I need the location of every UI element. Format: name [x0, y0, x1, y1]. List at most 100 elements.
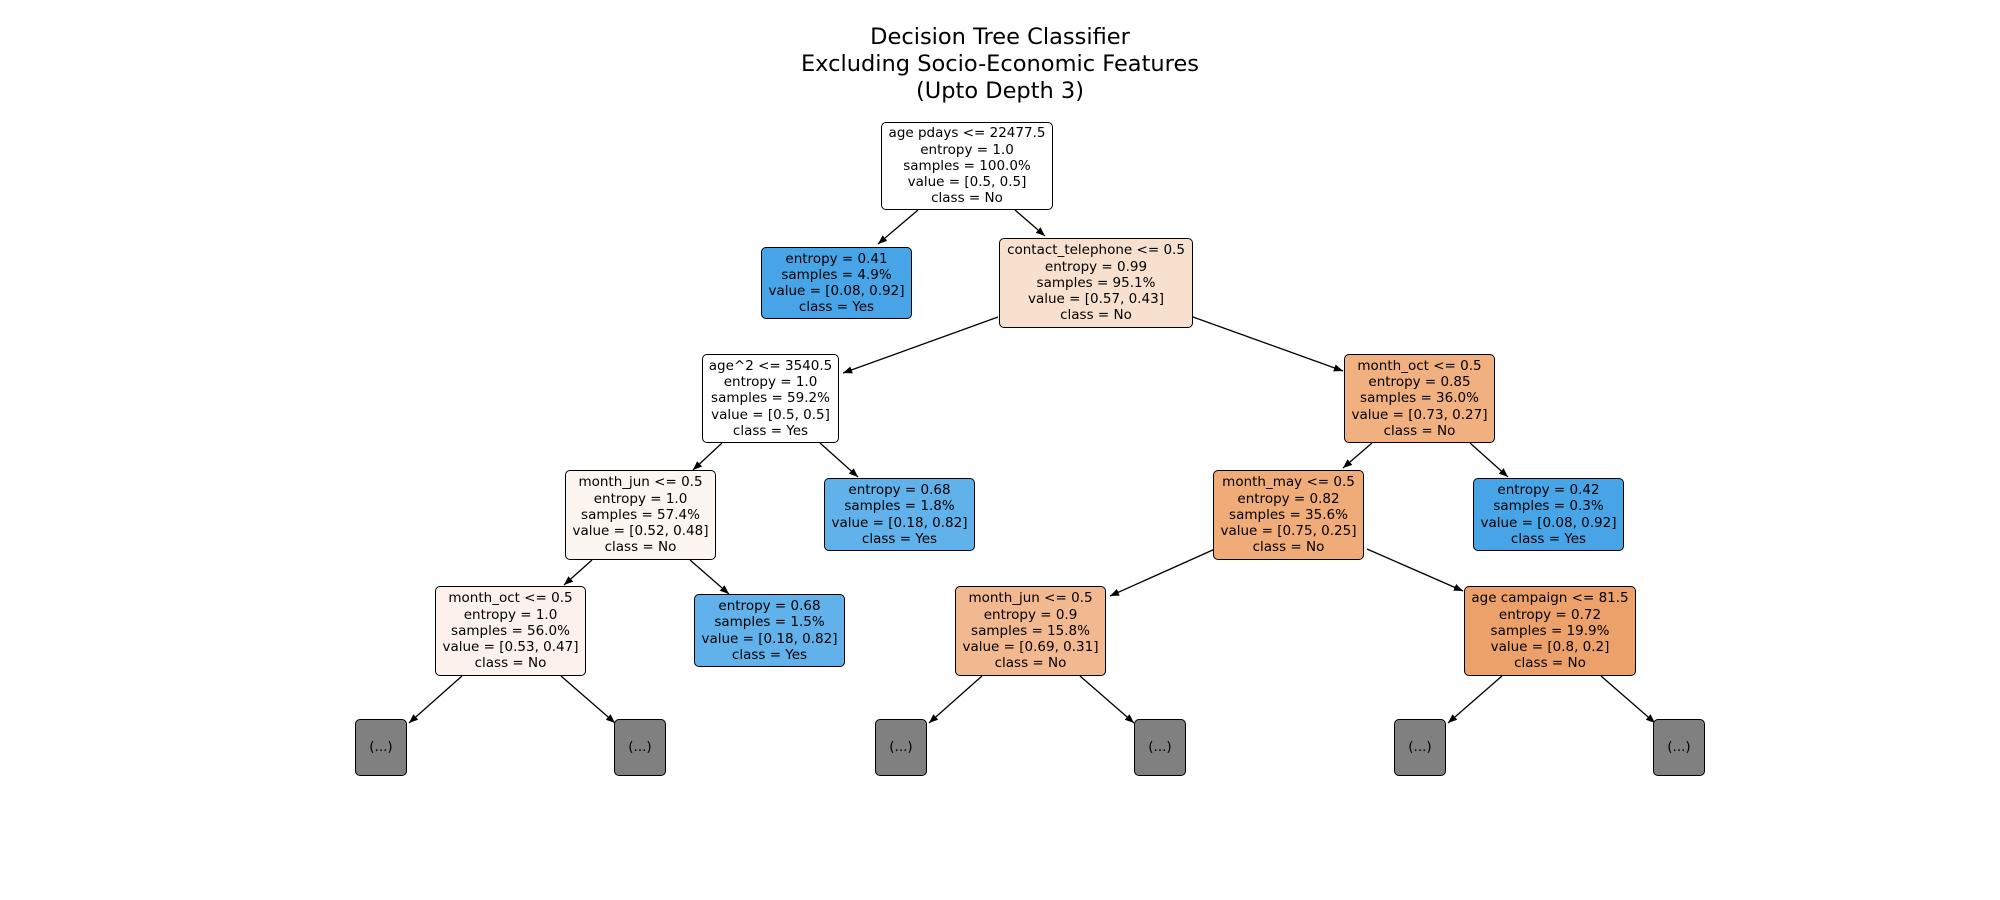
tree-node-month-jun-2: month_jun <= 0.5 entropy = 0.9 samples =… [955, 586, 1106, 676]
edge-age2-left [692, 442, 723, 471]
node-text: class = No [1252, 539, 1325, 556]
node-text: samples = 100.0% [903, 157, 1031, 174]
edge-jun1-left [563, 559, 593, 586]
truncated-node: (...) [1134, 719, 1186, 776]
node-text: value = [0.75, 0.25] [1220, 523, 1357, 540]
edge-oct2-left [408, 675, 463, 724]
node-text: class = No [1383, 422, 1456, 439]
node-text: value = [0.8, 0.2] [1490, 639, 1610, 656]
title-line-3: (Upto Depth 3) [915, 78, 1085, 104]
tree-node-root: age pdays <= 22477.5 entropy = 1.0 sampl… [881, 122, 1053, 210]
node-text: entropy = 1.0 [593, 490, 688, 507]
node-text: entropy = 1.0 [463, 606, 558, 623]
edge-r1-left [842, 316, 999, 374]
node-text: class = No [1514, 655, 1586, 672]
node-text: value = [0.52, 0.48] [572, 523, 709, 540]
node-text: value = [0.08, 0.92] [768, 283, 905, 299]
truncated-node: (...) [875, 719, 927, 776]
node-text: samples = 4.9% [781, 266, 892, 283]
node-text: entropy = 0.85 [1368, 374, 1471, 391]
truncated-node: (...) [355, 719, 407, 776]
tree-node-month-jun-1: month_jun <= 0.5 entropy = 1.0 samples =… [565, 470, 716, 560]
tree-node-leaf-1-5: entropy = 0.68 samples = 1.5% value = [0… [694, 594, 845, 667]
node-text: value = [0.18, 0.82] [701, 630, 838, 647]
tree-node-leaf-4-9: entropy = 0.41 samples = 4.9% value = [0… [761, 247, 912, 319]
node-text: month_jun <= 0.5 [968, 590, 1093, 607]
node-text: class = Yes [1510, 530, 1587, 547]
node-text: samples = 59.2% [711, 390, 830, 407]
node-text: samples = 15.8% [971, 622, 1090, 639]
node-text: value = [0.18, 0.82] [831, 514, 968, 531]
node-text: class = No [994, 655, 1067, 672]
node-text: contact_telephone <= 0.5 [1007, 242, 1185, 259]
tree-node-month-may: month_may <= 0.5 entropy = 0.82 samples … [1213, 470, 1364, 560]
title-line-1: Decision Tree Classifier [870, 24, 1130, 50]
node-text: entropy = 1.0 [920, 141, 1014, 158]
edge-oct1-left [1342, 442, 1373, 469]
edge-root-left [877, 209, 919, 245]
node-text: (...) [369, 739, 393, 756]
truncated-node: (...) [1653, 719, 1705, 776]
node-text: class = Yes [732, 422, 809, 439]
node-text: age^2 <= 3540.5 [708, 357, 833, 374]
node-text: entropy = 0.68 [718, 598, 821, 615]
node-text: class = No [604, 539, 677, 556]
node-text: month_may <= 0.5 [1222, 474, 1355, 491]
node-text: entropy = 0.42 [1497, 482, 1600, 499]
node-text: month_oct <= 0.5 [1357, 357, 1482, 374]
node-text: value = [0.08, 0.92] [1480, 514, 1617, 531]
node-text: (...) [1408, 739, 1432, 756]
edge-may-left [1109, 548, 1216, 597]
node-text: class = No [1060, 307, 1132, 324]
node-text: month_oct <= 0.5 [448, 590, 573, 607]
node-text: value = [0.53, 0.47] [442, 639, 579, 656]
node-text: age campaign <= 81.5 [1471, 590, 1629, 607]
node-text: value = [0.5, 0.5] [907, 174, 1027, 191]
node-text: entropy = 0.9 [983, 606, 1078, 623]
node-text: age pdays <= 22477.5 [888, 125, 1046, 142]
node-text: (...) [1148, 739, 1172, 756]
edge-may-right [1366, 548, 1464, 592]
node-text: entropy = 1.0 [723, 374, 818, 391]
tree-node-leaf-0-3: entropy = 0.42 samples = 0.3% value = [0… [1473, 478, 1624, 551]
truncated-node: (...) [614, 719, 666, 776]
node-text: samples = 95.1% [1036, 274, 1156, 291]
node-text: class = Yes [731, 646, 808, 663]
node-text: samples = 57.4% [581, 506, 700, 523]
node-text: entropy = 0.41 [785, 250, 888, 267]
edge-oct2-right [560, 675, 616, 724]
edge-jun2-left [928, 675, 983, 724]
tree-node-age-squared: age^2 <= 3540.5 entropy = 1.0 samples = … [702, 354, 839, 443]
node-text: class = No [474, 655, 547, 672]
node-text: value = [0.69, 0.31] [962, 639, 1099, 656]
edge-root-right [1014, 209, 1046, 237]
node-text: (...) [628, 739, 652, 756]
title-line-2: Excluding Socio-Economic Features [800, 51, 1200, 77]
node-text: samples = 56.0% [451, 622, 570, 639]
tree-node-month-oct-1: month_oct <= 0.5 entropy = 0.85 samples … [1344, 354, 1495, 443]
node-text: month_jun <= 0.5 [578, 474, 703, 491]
diagram-title: Decision Tree Classifier Excluding Socio… [0, 24, 2000, 105]
tree-node-age-campaign: age campaign <= 81.5 entropy = 0.72 samp… [1464, 586, 1636, 676]
node-text: samples = 19.9% [1490, 622, 1610, 639]
edge-camp-right [1600, 675, 1656, 724]
edge-jun1-right [689, 559, 730, 595]
node-text: class = Yes [861, 530, 938, 547]
node-text: samples = 1.8% [844, 498, 955, 515]
node-text: class = No [931, 190, 1003, 207]
node-text: value = [0.73, 0.27] [1351, 406, 1488, 423]
edge-r1-right [1192, 316, 1344, 372]
node-text: samples = 1.5% [714, 614, 825, 631]
tree-node-leaf-1-8: entropy = 0.68 samples = 1.8% value = [0… [824, 478, 975, 551]
edge-age2-right [819, 442, 859, 478]
node-text: samples = 36.0% [1360, 390, 1479, 407]
node-text: value = [0.57, 0.43] [1027, 291, 1164, 308]
node-text: samples = 35.6% [1229, 506, 1348, 523]
node-text: entropy = 0.68 [848, 482, 951, 499]
node-text: class = Yes [798, 299, 875, 316]
node-text: value = [0.5, 0.5] [711, 406, 830, 423]
node-text: entropy = 0.82 [1237, 490, 1340, 507]
node-text: entropy = 0.99 [1044, 258, 1148, 275]
tree-node-month-oct-2: month_oct <= 0.5 entropy = 1.0 samples =… [435, 586, 586, 676]
node-text: (...) [889, 739, 913, 756]
